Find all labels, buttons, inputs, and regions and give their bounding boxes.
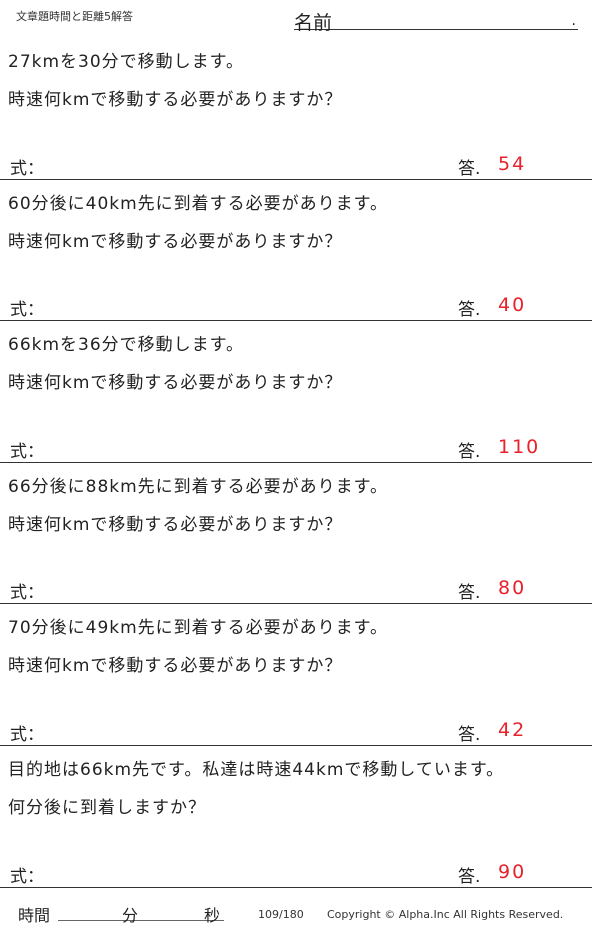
question-line-2: 時速何kmで移動する必要がありますか？ (8, 231, 343, 252)
worksheet-title: 文章題時間と距離5解答 (16, 10, 133, 23)
formula-label: 式： (10, 300, 44, 321)
answer-label: 答. (458, 724, 481, 745)
answer-label: 答. (458, 866, 481, 887)
answer-label: 答. (458, 300, 481, 321)
page-number: 109/180 (258, 908, 304, 921)
question-line-1: 目的地は66km先です。私達は時速44kmで移動しています。 (8, 759, 505, 780)
problem: 66分後に88km先に到着する必要があります。 時速何kmで移動する必要がありま… (0, 463, 600, 605)
problem-list: 27kmを30分で移動します。 時速何kmで移動する必要がありますか？ 式： 答.… (0, 38, 600, 888)
answer-label: 答. (458, 583, 481, 604)
time-label: 時間 (18, 906, 51, 925)
name-field[interactable]: 名前. (294, 8, 578, 34)
answer-row: 式： 答. 54 (0, 152, 592, 180)
time-entry-line[interactable] (58, 920, 224, 921)
problem: 27kmを30分で移動します。 時速何kmで移動する必要がありますか？ 式： 答.… (0, 38, 600, 180)
minutes-label: 分 (122, 906, 139, 925)
problem: 70分後に49km先に到着する必要があります。 時速何kmで移動する必要がありま… (0, 604, 600, 746)
footer: 時間 分 秒 109/180 Copyright © Alpha.Inc All… (0, 900, 600, 928)
answer-label: 答. (458, 441, 481, 462)
answer-row: 式： 答. 90 (0, 860, 592, 888)
answer-value: 80 (498, 577, 527, 600)
problem: 60分後に40km先に到着する必要があります。 時速何kmで移動する必要がありま… (0, 180, 600, 322)
formula-label: 式： (10, 583, 44, 604)
question-line-1: 27kmを30分で移動します。 (8, 52, 244, 72)
answer-row: 式： 答. 110 (0, 435, 592, 463)
question-line-1: 60分後に40km先に到着する必要があります。 (8, 193, 388, 214)
answer-label: 答. (458, 158, 481, 179)
name-label: 名前 (294, 12, 333, 34)
formula-label: 式： (10, 866, 44, 887)
question-line-2: 何分後に到着しますか？ (8, 797, 206, 818)
name-dot: . (571, 13, 576, 29)
answer-row: 式： 答. 80 (0, 576, 592, 605)
question-line-1: 66分後に88km先に到着する必要があります。 (8, 476, 388, 497)
question-line-2: 時速何kmで移動する必要がありますか？ (8, 656, 343, 677)
problem: 66kmを36分で移動します。 時速何kmで移動する必要がありますか？ 式： 答.… (0, 321, 600, 463)
answer-row: 式： 答. 40 (0, 293, 592, 322)
seconds-label: 秒 (204, 906, 221, 925)
copyright: Copyright © Alpha.Inc All Rights Reserve… (327, 908, 564, 921)
formula-label: 式： (10, 724, 44, 745)
problem: 目的地は66km先です。私達は時速44kmで移動しています。 何分後に到着します… (0, 746, 600, 888)
question-line-1: 66kmを36分で移動します。 (8, 335, 244, 356)
answer-value: 110 (498, 435, 541, 458)
formula-label: 式： (10, 158, 44, 179)
question-line-2: 時速何kmで移動する必要がありますか？ (8, 90, 343, 110)
answer-value: 42 (498, 718, 527, 741)
question-line-2: 時速何kmで移動する必要がありますか？ (8, 514, 343, 535)
answer-value: 90 (498, 860, 527, 883)
question-line-2: 時速何kmで移動する必要がありますか？ (8, 373, 343, 394)
formula-label: 式： (10, 441, 44, 462)
answer-value: 40 (498, 294, 527, 317)
answer-value: 54 (498, 152, 527, 175)
answer-row: 式： 答. 42 (0, 718, 592, 746)
question-line-1: 70分後に49km先に到着する必要があります。 (8, 618, 388, 639)
